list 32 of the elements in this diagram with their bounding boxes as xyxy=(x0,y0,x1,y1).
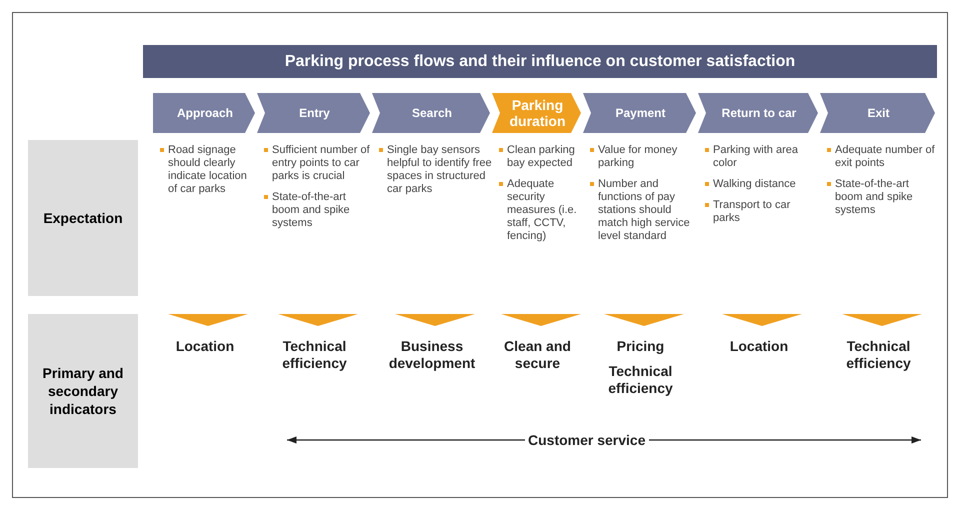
bullet-text: State-of-the-art boom and spike systems xyxy=(263,191,372,230)
bullet-text: Adequate number of exit points xyxy=(826,144,937,170)
indicator-label: Clean and secure xyxy=(503,338,572,372)
indicator-label: Location xyxy=(728,338,790,355)
span-label: Customer service xyxy=(525,432,649,448)
indicator-label: Pricing xyxy=(616,338,666,355)
indicator-label: Technical efficiency xyxy=(607,363,674,397)
process-step: Parking duration xyxy=(492,93,581,133)
bullet-text: State-of-the-art boom and spike systems xyxy=(826,178,937,217)
bullet-text: Value for money parking xyxy=(589,144,698,170)
process-step: Exit xyxy=(820,93,935,133)
bullet-text: Walking distance xyxy=(704,178,820,191)
bullet-text: Single bay sensors helpful to identify free spaces in structured car parks xyxy=(378,144,492,196)
indicator-label: Technical efficiency xyxy=(281,338,348,372)
process-step: Search xyxy=(372,93,490,133)
bullet-text: Clean parking bay expected xyxy=(498,144,583,170)
process-step: Approach xyxy=(153,93,255,133)
process-step: Entry xyxy=(257,93,370,133)
indicator-label: Business development xyxy=(388,338,476,372)
indicator-label: Location xyxy=(174,338,236,355)
bullet-text: Parking with area color xyxy=(704,144,820,170)
bullet-text: Transport to car parks xyxy=(704,199,820,225)
process-step: Payment xyxy=(583,93,696,133)
bullet-text: Number and functions of pay stations should match high service level standard xyxy=(589,178,698,243)
title-banner: Parking process flows and their influence on customer satisfaction xyxy=(143,45,937,78)
row-header: Expectation xyxy=(28,140,138,296)
row-header: Primary and secondary indicators xyxy=(28,314,138,468)
indicator-label: Technical efficiency xyxy=(845,338,912,372)
process-step: Return to car xyxy=(698,93,818,133)
bullet-text: Road signage should clearly indicate location of car parks xyxy=(159,144,257,196)
bullet-text: Sufficient number of entry points to car parks is crucial xyxy=(263,144,372,183)
bullet-text: Adequate security measures (i.e. staff, CCTV, fencing) xyxy=(498,178,583,243)
